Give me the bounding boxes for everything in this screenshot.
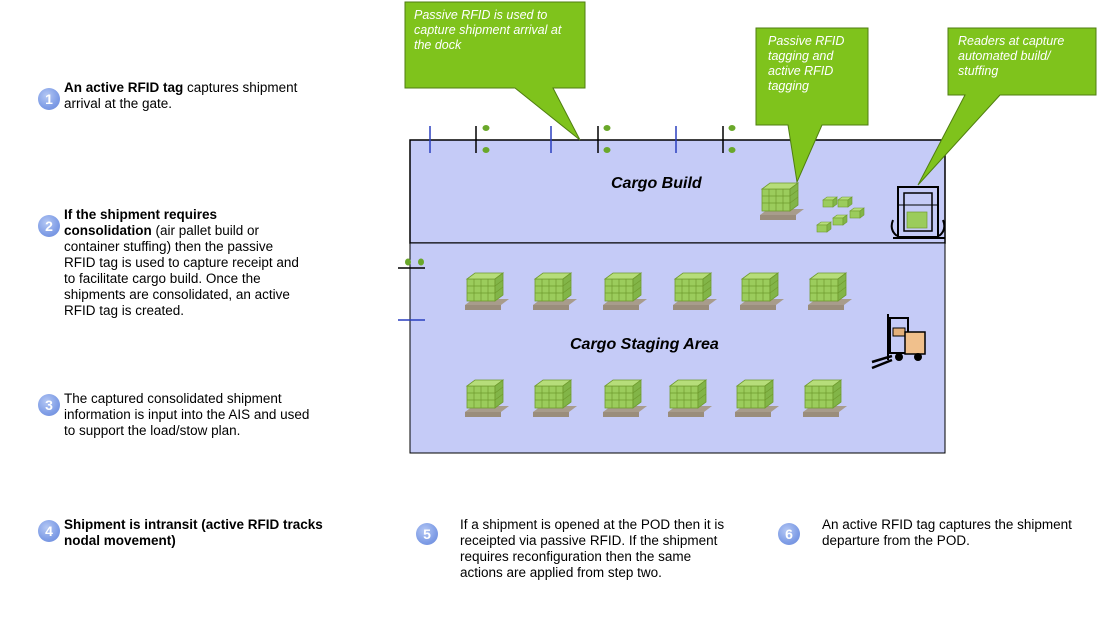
step-4-bold: Shipment is intransit (active RFID track… <box>64 517 323 548</box>
step-4-badge: 4 <box>38 520 60 542</box>
step-5-badge: 5 <box>416 523 438 545</box>
step-2-rest: (air pallet build or container stuffing)… <box>64 223 299 318</box>
step-4-text: Shipment is intransit (active RFID track… <box>64 517 324 549</box>
step-1-rest: captures shipment arrival at the gate. <box>64 80 298 111</box>
step-3-text: The captured consolidated shipment infor… <box>64 391 324 439</box>
callout-2-shape <box>755 27 869 184</box>
callout-rfid-tagging: Passive RFID tagging and active RFID tag… <box>768 34 845 93</box>
step-6-badge: 6 <box>778 523 800 545</box>
step-1-bold: An active RFID tag <box>64 80 184 95</box>
step-5-rest: If a shipment is opened at the POD then … <box>460 517 725 580</box>
cargo-build-area <box>409 139 946 244</box>
step-6-text: An active RFID tag captures the shipment… <box>822 517 1097 549</box>
step-1-text: An active RFID tag captures shipment arr… <box>64 80 304 112</box>
dock-markers <box>398 126 724 321</box>
step-2-badge: 2 <box>38 215 60 237</box>
step-5-text: If a shipment is opened at the POD then … <box>460 517 736 581</box>
step-2-bold: If the shipment requires consolidation <box>64 207 218 238</box>
cargo-staging-label: Cargo Staging Area <box>570 336 719 353</box>
cargo-build-label: Cargo Build <box>611 175 702 192</box>
build-frame-icon <box>890 186 946 239</box>
step-2-text: If the shipment requires consolidation (… <box>64 207 302 319</box>
step-6-rest: An active RFID tag captures the shipment… <box>822 517 1072 548</box>
step-1-badge: 1 <box>38 88 60 110</box>
callout-1-shape <box>404 1 586 141</box>
step-3-badge: 3 <box>38 394 60 416</box>
forklift-icon <box>871 314 926 370</box>
callout-3-shape <box>917 27 1097 186</box>
rfid-reader-dots <box>405 125 736 266</box>
step-3-rest: The captured consolidated shipment infor… <box>64 391 310 438</box>
callout-dock-arrival: Passive RFID is used to capture shipment… <box>414 8 562 52</box>
callout-readers: Readers at capture automated build/ stuf… <box>958 34 1065 78</box>
